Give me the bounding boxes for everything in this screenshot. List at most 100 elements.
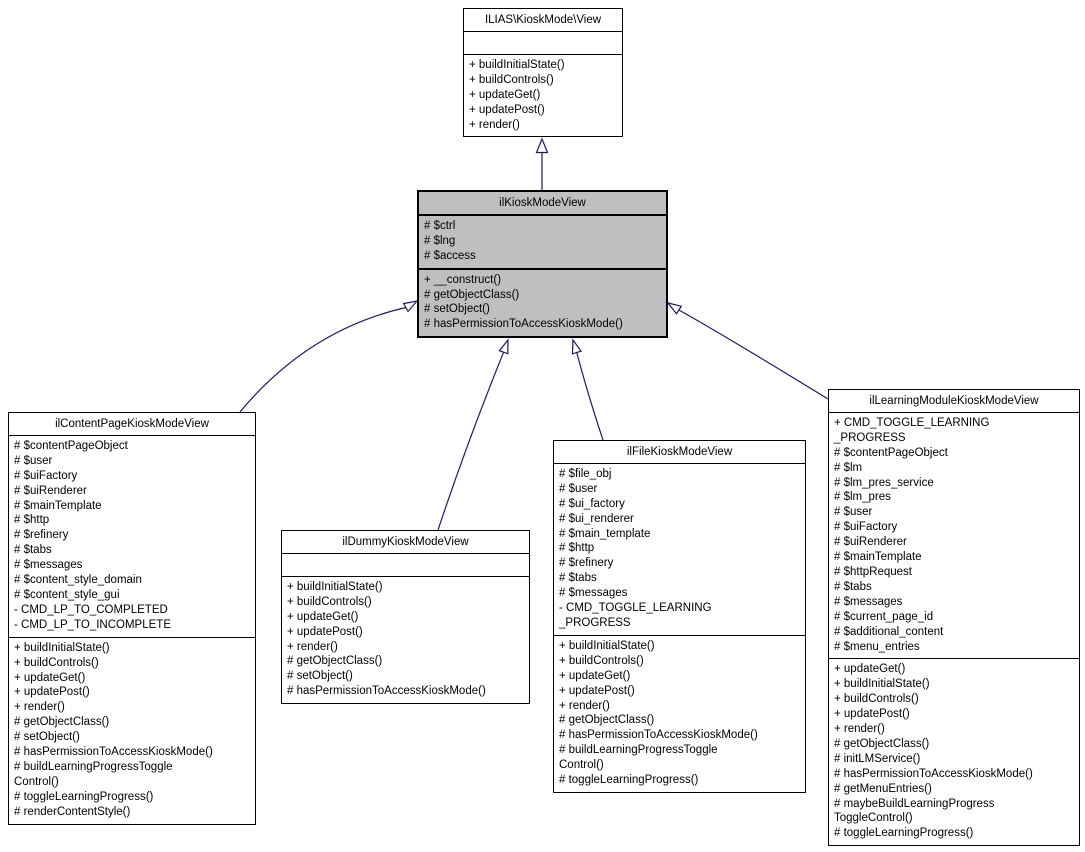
class-member: + buildInitialState()	[559, 639, 655, 652]
class-member: + buildInitialState()	[287, 580, 383, 593]
class-member: # $ui_factory	[559, 497, 625, 510]
class-member: + updatePost()	[287, 625, 363, 638]
class-name: ilFileKioskModeView	[554, 441, 805, 464]
class-name: ILIAS\KioskMode\View	[464, 9, 622, 32]
class-member: + CMD_TOGGLE_LEARNING _PROGRESS	[834, 416, 990, 444]
class-member: # getObjectClass()	[559, 714, 655, 727]
class-box-ilcontentpagekioskmodeview: ilContentPageKioskModeView # $contentPag…	[8, 412, 256, 825]
class-member: + buildControls()	[834, 693, 919, 706]
class-member: - CMD_TOGGLE_LEARNING _PROGRESS	[559, 602, 712, 629]
class-attributes: # $file_obj# $user# $ui_factory# $ui_ren…	[554, 464, 805, 636]
class-member: + updatePost()	[834, 708, 910, 721]
class-member: + updatePost()	[559, 684, 635, 697]
class-member: # $contentPageObject	[834, 446, 948, 459]
class-member: # buildLearningProgressToggle Control()	[559, 744, 718, 772]
class-methods: + buildInitialState()+ buildControls()+ …	[554, 636, 805, 792]
class-member: # $uiRenderer	[14, 484, 87, 497]
class-member: # $ctrl	[424, 219, 456, 232]
class-member: + buildControls()	[469, 73, 554, 86]
class-member: # $refinery	[559, 557, 614, 570]
class-member: # $content_style_gui	[14, 588, 120, 601]
class-member: # $tabs	[559, 572, 597, 585]
class-methods: + buildInitialState()+ buildControls()+ …	[9, 638, 255, 824]
class-member: + updateGet()	[469, 88, 541, 101]
class-member: + buildControls()	[14, 656, 99, 669]
class-member: + render()	[559, 699, 610, 712]
class-member: # initLMService()	[834, 752, 921, 765]
class-member: # renderContentStyle()	[14, 805, 131, 818]
class-box-ilkioskmodeview: ilKioskModeView # $ctrl # $lng # $access +…	[417, 190, 668, 339]
class-member: # maybeBuildLearningProgress ToggleContr…	[834, 797, 995, 825]
class-member: + render()	[14, 701, 65, 714]
class-member: # hasPermissionToAccessKioskMode()	[834, 767, 1033, 780]
class-member: # $menu_entries	[834, 640, 920, 653]
class-attributes	[282, 554, 529, 577]
class-member: # $access	[424, 249, 476, 262]
class-member: # getMenuEntries()	[834, 782, 932, 795]
class-box-illearningmodulekioskmodeview: ilLearningModuleKioskModeView + CMD_TOGG…	[828, 389, 1080, 847]
class-member: # $lm	[834, 461, 863, 474]
class-member: # hasPermissionToAccessKioskMode()	[14, 746, 213, 759]
class-member: + buildInitialState()	[834, 678, 930, 691]
class-name: ilContentPageKioskModeView	[9, 413, 255, 436]
class-member: - CMD_LP_TO_COMPLETED	[14, 603, 168, 616]
class-member: # getObjectClass()	[14, 716, 110, 729]
class-member: + updatePost()	[469, 103, 545, 116]
class-name: ilLearningModuleKioskModeView	[829, 390, 1079, 413]
inheritance-arrow-ildummykioskmodeview-to-ilkioskmodeview	[437, 338, 509, 531]
inheritance-arrow-ilcontentpagekioskmodeview-to-ilkioskmodeview	[239, 300, 419, 413]
class-member: + render()	[287, 640, 338, 653]
class-member: # hasPermissionToAccessKioskMode()	[287, 685, 486, 698]
class-member: # $main_template	[559, 527, 651, 540]
class-member: + updateGet()	[559, 669, 631, 682]
class-member: # getObjectClass()	[834, 737, 930, 750]
class-member: # setObject()	[14, 731, 80, 744]
class-member: # $lm_pres	[834, 491, 891, 504]
class-member: # $ui_renderer	[559, 512, 634, 525]
class-member: # hasPermissionToAccessKioskMode()	[559, 729, 758, 742]
class-member: # getObjectClass()	[287, 655, 383, 668]
inheritance-arrow-ilfilekioskmodeview-to-ilkioskmodeview	[571, 338, 604, 441]
class-member: # $lm_pres_service	[834, 476, 934, 489]
class-member: + updateGet()	[14, 671, 86, 684]
class-member: # toggleLearningProgress()	[14, 790, 154, 803]
class-member: + updateGet()	[834, 663, 906, 676]
class-box-ilias-kioskmode-view: ILIAS\KioskMode\View + buildInitialState…	[463, 8, 623, 138]
class-methods: + __construct()# getObjectClass()# setOb…	[419, 270, 666, 337]
class-member: # $current_page_id	[834, 610, 934, 623]
class-member: # buildLearningProgressToggle Control()	[14, 760, 173, 788]
class-member: # toggleLearningProgress()	[834, 827, 974, 840]
class-member: # $user	[14, 454, 53, 467]
class-member: # $file_obj	[559, 467, 612, 480]
class-member: # toggleLearningProgress()	[559, 774, 699, 787]
class-member: # $tabs	[14, 544, 52, 557]
class-member: # setObject()	[424, 303, 490, 316]
class-member: + render()	[834, 723, 885, 736]
class-member: - CMD_LP_TO_INCOMPLETE	[14, 618, 171, 631]
class-member: # hasPermissionToAccessKioskMode()	[424, 318, 623, 331]
class-member: # $content_style_domain	[14, 574, 142, 587]
class-methods: + buildInitialState() + buildControls() + …	[464, 55, 622, 137]
class-member: # $httpRequest	[834, 565, 913, 578]
class-member: + updateGet()	[287, 610, 359, 623]
class-attributes: + CMD_TOGGLE_LEARNING _PROGRESS # $conten…	[829, 413, 1079, 660]
class-box-ilfilekioskmodeview: ilFileKioskModeView # $file_obj# $user# …	[553, 440, 806, 793]
class-name: ilKioskModeView	[419, 192, 666, 216]
class-member: + __construct()	[424, 273, 502, 286]
class-member: # $lng	[424, 234, 456, 247]
class-member: # $uiFactory	[14, 469, 78, 482]
class-member: # $mainTemplate	[834, 551, 922, 564]
class-attributes: # $contentPageObject # $user # $uiFactory #…	[9, 436, 255, 638]
class-box-ildummykioskmodeview: ilDummyKioskModeView + buildInitialState…	[281, 530, 530, 705]
class-member: # setObject()	[287, 670, 353, 683]
class-member: # $mainTemplate	[14, 499, 102, 512]
class-member: + buildInitialState()	[469, 58, 565, 71]
class-member: + buildControls()	[287, 595, 372, 608]
class-member: # $messages	[14, 559, 83, 572]
class-methods: + buildInitialState() + buildControls() + …	[282, 577, 529, 703]
class-member: + render()	[469, 118, 520, 131]
class-member: # $contentPageObject	[14, 439, 128, 452]
inheritance-arrow-ilkioskmodeview-to-view	[535, 137, 549, 190]
class-member: # $user	[834, 506, 873, 519]
